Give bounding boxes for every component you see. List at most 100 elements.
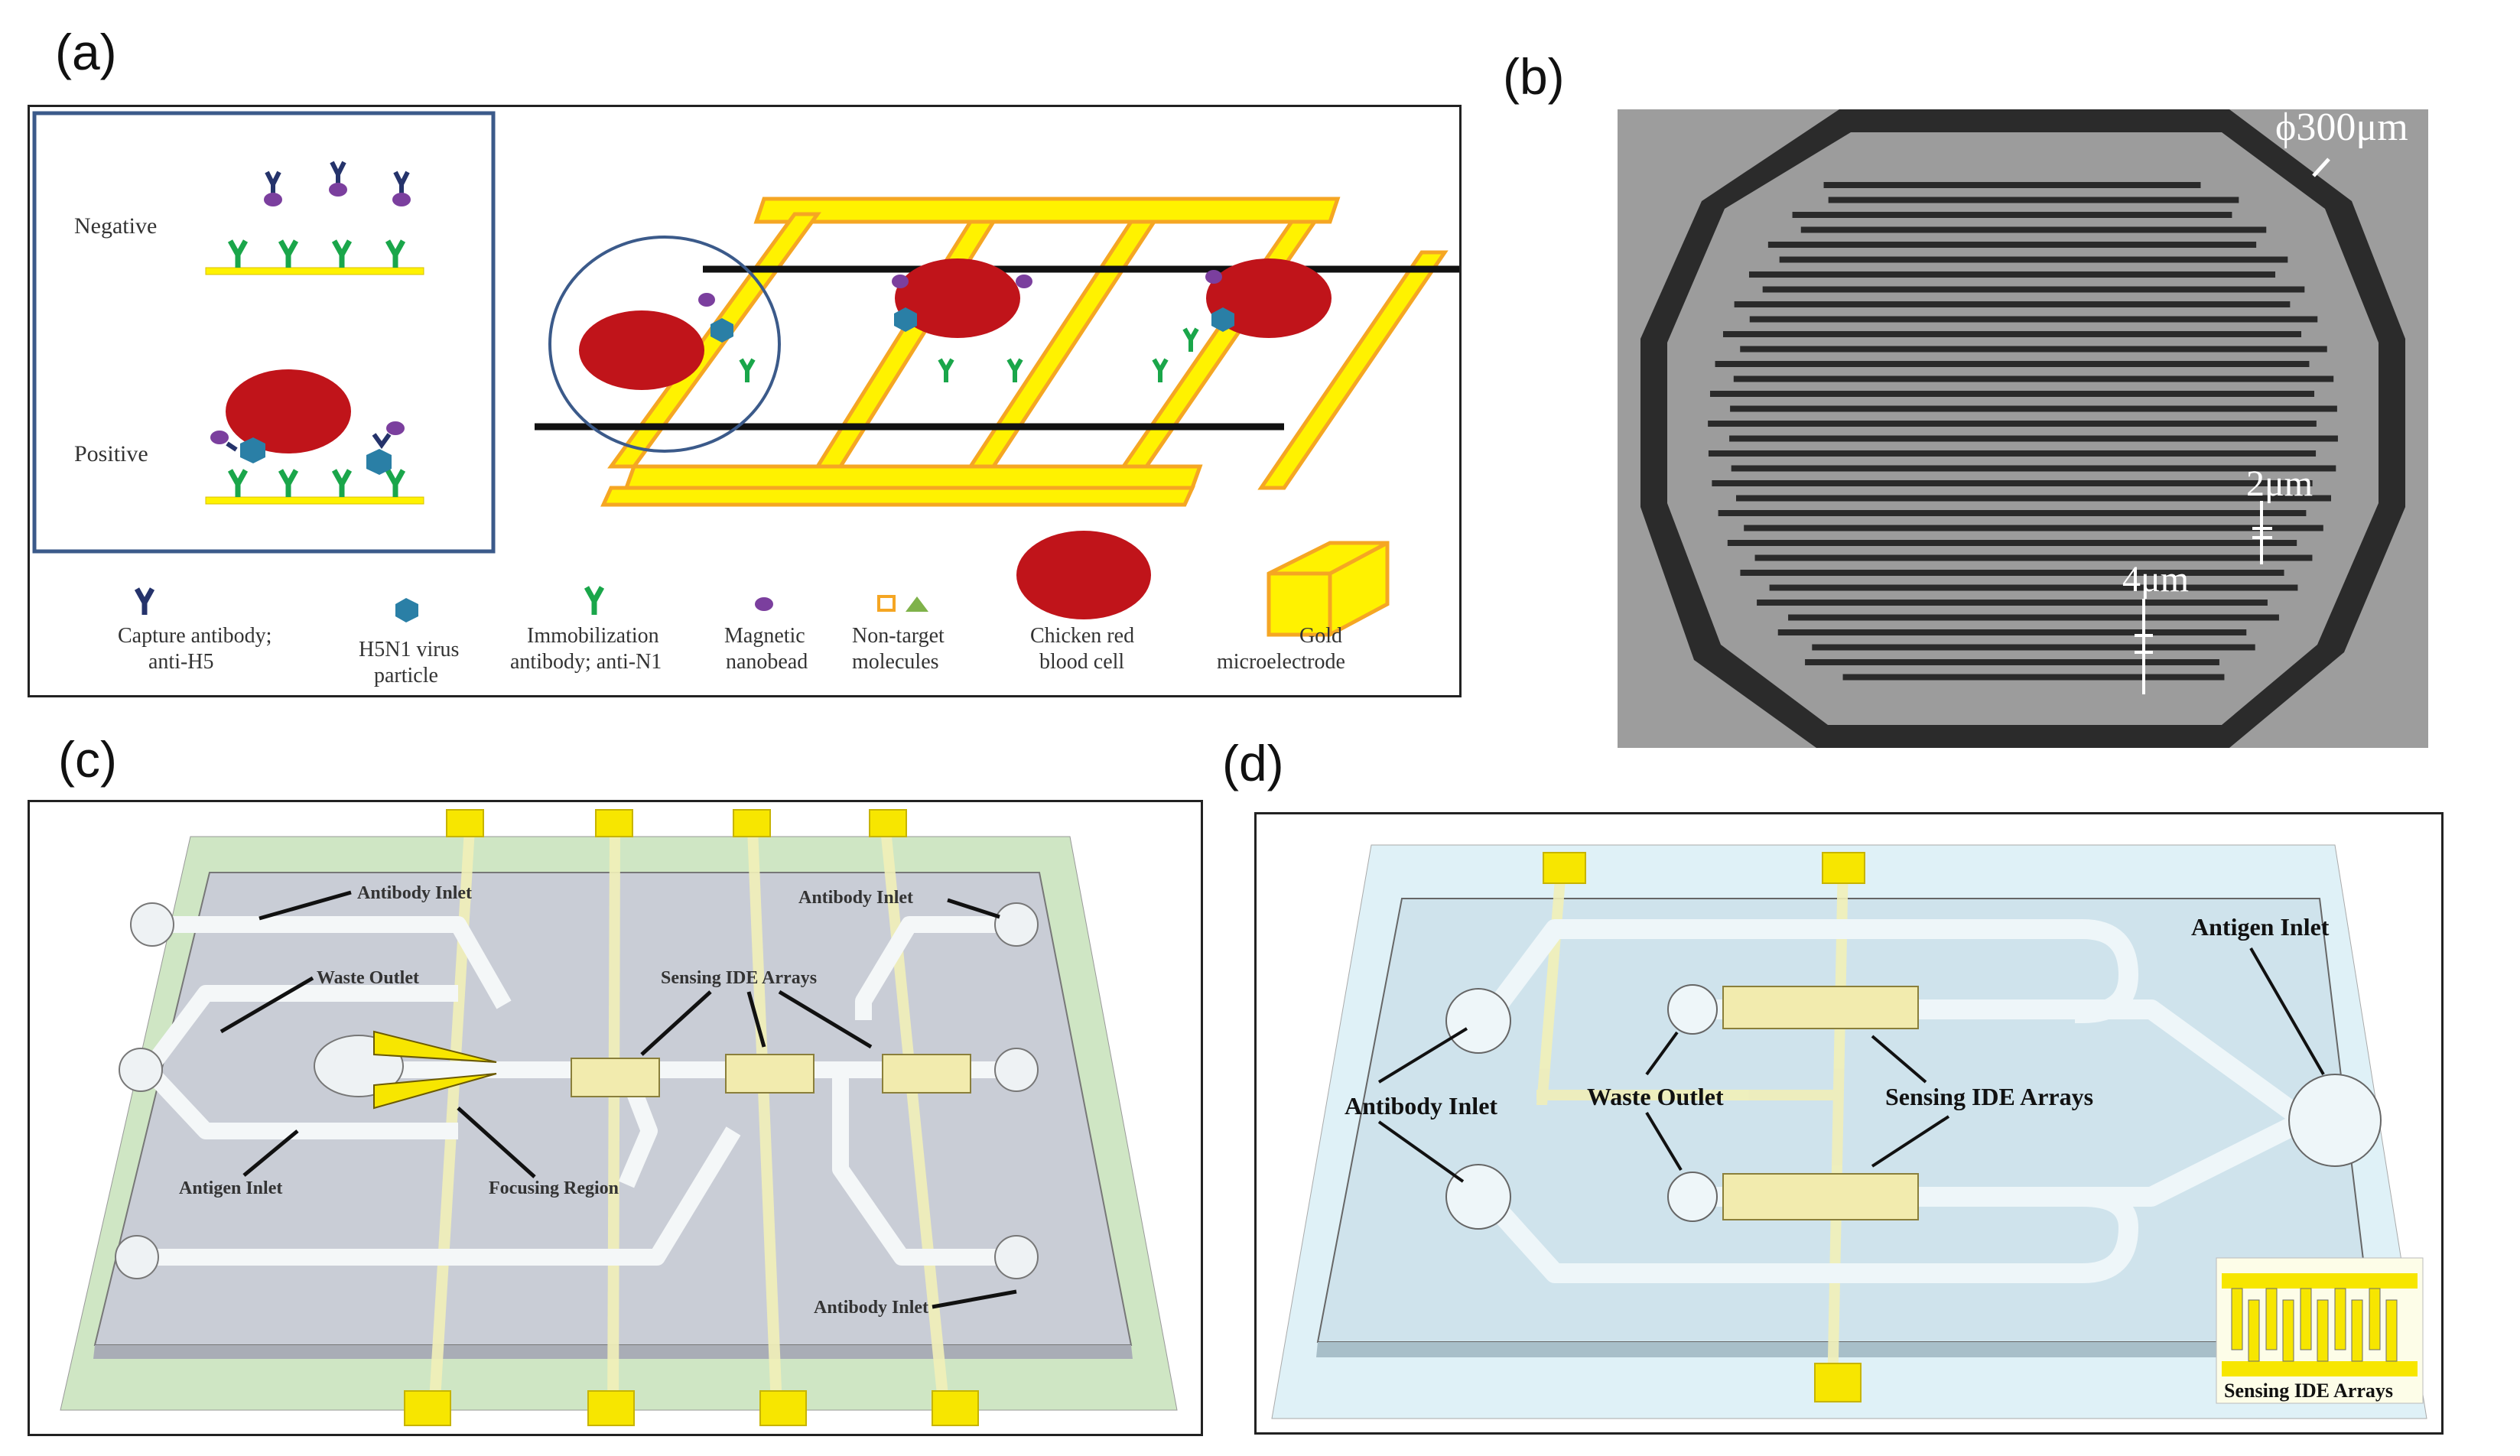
ide-finger xyxy=(1762,286,2305,293)
arrows-c xyxy=(219,890,1017,1309)
panel-d-frame: Antigen Inlet Antibody Inlet Waste Outle… xyxy=(1254,812,2444,1435)
ports-c xyxy=(115,902,1039,1279)
panel-d-figure: Antigen Inlet Antibody Inlet Waste Outle… xyxy=(1271,844,2427,1419)
ide-finger xyxy=(1709,391,2315,397)
panel-b-figure: ϕ300μm 2μm 4μm xyxy=(1618,106,2428,748)
ide-finger xyxy=(1708,421,2317,427)
zoom-circle xyxy=(548,236,781,453)
width-marker xyxy=(2135,599,2153,694)
negative-capture-antibodies xyxy=(264,161,411,206)
ide-finger xyxy=(1744,525,2323,531)
arrows-d xyxy=(1377,947,2325,1183)
c-focusing-region: Focusing Region xyxy=(489,1178,619,1198)
ide-finger xyxy=(1767,242,2257,248)
ide-finger xyxy=(1754,554,2313,561)
panel-a-figure: Negative Positive xyxy=(32,111,1459,687)
c-waste-outlet: Waste Outlet xyxy=(317,968,419,988)
d-inset-caption: Sensing IDE Arrays xyxy=(2224,1380,2393,1402)
legend-capture-line1: Capture antibody; xyxy=(118,624,272,648)
ide-finger xyxy=(1788,614,2279,621)
ide-arrays-d xyxy=(1722,986,1919,1220)
red-blood-cell-icon xyxy=(1016,531,1151,619)
diameter-arrow xyxy=(2312,158,2330,177)
positive-surface xyxy=(205,369,424,505)
inset-box xyxy=(32,111,496,554)
panel-b-letter: (b) xyxy=(1503,48,1565,105)
ide-finger xyxy=(1777,629,2247,635)
ide-finger xyxy=(1812,644,2255,651)
ide-finger xyxy=(1769,584,2298,591)
ide-finger xyxy=(1800,226,2267,233)
magnetic-nanobead-icon xyxy=(755,597,773,611)
ide-finger xyxy=(1729,435,2338,442)
gap-marker xyxy=(2252,501,2272,564)
ide-finger xyxy=(1730,405,2337,412)
legend-gold-line1: Gold xyxy=(1299,624,1342,648)
ide-finger xyxy=(1715,361,2310,367)
ide-finger xyxy=(1740,570,2284,576)
panel-c-figure: Antibody Inlet Antibody Inlet Waste Outl… xyxy=(60,809,1178,1426)
ide-finger xyxy=(1823,182,2201,188)
c-antibody-inlet-b: Antibody Inlet xyxy=(814,1298,928,1318)
legend-virus-line1: H5N1 virus xyxy=(359,638,459,661)
diameter-label: ϕ300μm xyxy=(2275,109,2408,149)
ide-finger xyxy=(1779,256,2288,263)
ide-finger xyxy=(1718,510,2307,516)
legend-nontarget-line1: Non-target xyxy=(852,624,945,648)
legend-bead-line2: nanobead xyxy=(726,650,808,674)
pads-top-c xyxy=(446,809,907,837)
ide-finger xyxy=(1733,375,2334,382)
ide-finger xyxy=(1749,316,2318,323)
ide-arrays-c xyxy=(571,1054,971,1097)
ide-finger xyxy=(1727,540,2297,546)
legend-cell-line1: Chicken red xyxy=(1030,624,1134,648)
non-target-molecules-icon xyxy=(877,595,928,612)
panel-a-letter: (a) xyxy=(55,24,117,80)
negative-surface xyxy=(205,239,424,275)
legend-bead-line1: Magnetic xyxy=(724,624,805,648)
gold-microelectrode-icon xyxy=(1267,541,1390,637)
legend-immob-line2: antibody; anti-N1 xyxy=(510,650,662,674)
legend-nontarget-line2: molecules xyxy=(852,650,939,674)
ide-finger xyxy=(1805,659,2219,665)
legend: Capture antibody; anti-H5 H5N1 virus par… xyxy=(118,531,1390,687)
pads-bottom-c xyxy=(404,1390,979,1426)
ide-finger xyxy=(1740,346,2327,353)
d-antigen-inlet: Antigen Inlet xyxy=(2191,913,2330,941)
gap-label: 2μm xyxy=(2246,463,2313,504)
d-sensing-ide: Sensing IDE Arrays xyxy=(1885,1083,2093,1110)
capture-antibody-icon xyxy=(134,587,155,615)
c-antibody-inlet-tl: Antibody Inlet xyxy=(357,883,472,903)
pads-d xyxy=(1543,852,1865,1402)
d-antibody-inlet: Antibody Inlet xyxy=(1345,1092,1497,1120)
ide-finger xyxy=(1748,271,2276,278)
ide-finger xyxy=(1842,674,2225,681)
ide-finger xyxy=(1722,331,2302,337)
gold-microelectrode-ladder xyxy=(600,197,1449,507)
virus-particle-icon xyxy=(395,598,418,622)
c-antigen-inlet: Antigen Inlet xyxy=(179,1178,282,1198)
legend-immob-line1: Immobilization xyxy=(527,624,659,648)
ide-finger xyxy=(1731,465,2336,472)
ide-finger xyxy=(1736,495,2331,502)
panel-d-letter: (d) xyxy=(1222,735,1284,791)
immobilization-antibody-icon xyxy=(584,586,605,615)
panel-c-letter: (c) xyxy=(58,731,117,788)
d-waste-outlet: Waste Outlet xyxy=(1587,1083,1724,1110)
legend-capture-line2: anti-H5 xyxy=(148,650,214,674)
negative-label: Negative xyxy=(74,213,157,239)
ide-finger xyxy=(1708,450,2317,457)
positive-label: Positive xyxy=(74,441,148,466)
legend-gold-line2: microelectrode xyxy=(1217,650,1345,674)
focusing-region xyxy=(373,1030,497,1110)
panel-b-micrograph: ϕ300μm 2μm 4μm xyxy=(1618,106,2428,748)
bound-cells xyxy=(579,258,1332,390)
ide-finger xyxy=(1734,301,2291,307)
c-antibody-inlet-tr: Antibody Inlet xyxy=(798,888,913,908)
c-sensing-ide: Sensing IDE Arrays xyxy=(661,968,817,988)
width-label: 4μm xyxy=(2122,559,2189,600)
panel-a-frame: Negative Positive xyxy=(28,105,1462,697)
panel-c-frame: Antibody Inlet Antibody Inlet Waste Outl… xyxy=(28,800,1203,1436)
ide-finger xyxy=(1712,480,2313,486)
legend-virus-line2: particle xyxy=(374,664,438,687)
